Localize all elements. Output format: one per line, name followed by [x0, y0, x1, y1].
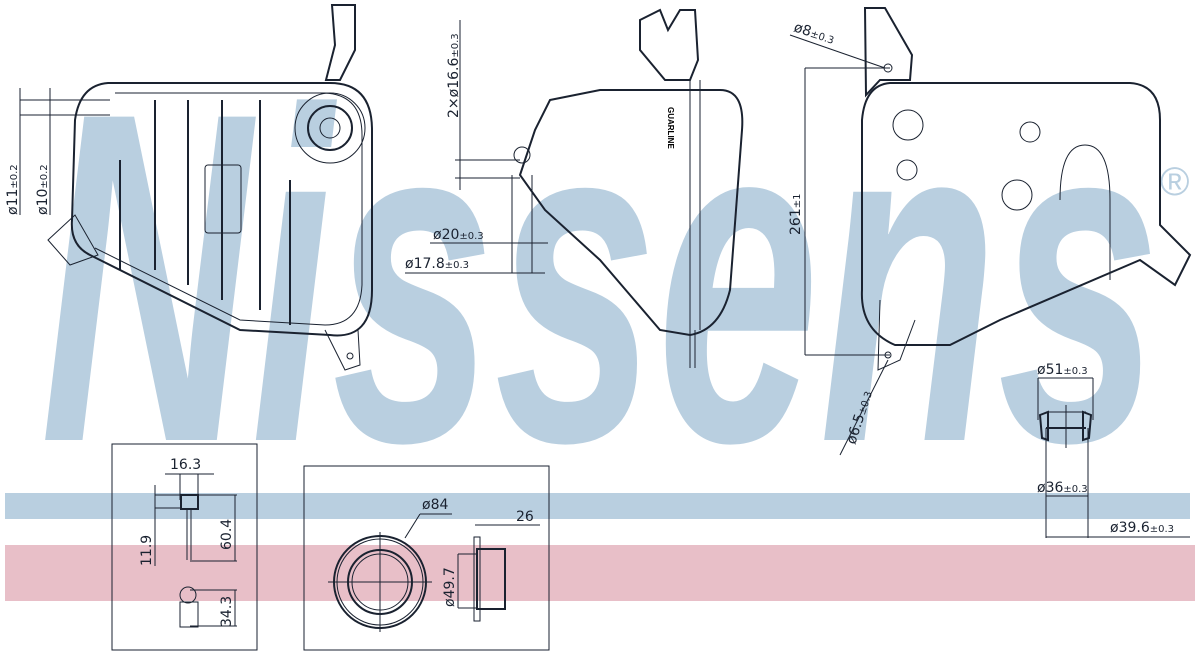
watermark-text: Nissens — [40, 15, 1160, 540]
registered-mark: ® — [1160, 160, 1189, 204]
dim-cap-height: 26 — [516, 509, 534, 525]
dim-neck-3: ø39.6±0.3 — [1110, 520, 1174, 536]
cap-detail-box — [303, 465, 550, 651]
dim-neck-1: ø51±0.3 — [1037, 362, 1088, 378]
dim-sensor-width: 16.3 — [170, 457, 201, 473]
dim-front-1: ø11±0.2 — [5, 164, 21, 215]
dim-front-2: ø10±0.2 — [35, 164, 51, 215]
neck-detail — [1037, 377, 1190, 538]
sensor-detail-box — [111, 443, 258, 651]
dim-sensor-60-4: 60.4 — [219, 519, 235, 550]
nissens-watermark: Nissens ® — [40, 15, 1189, 540]
dim-back-2: 261±1 — [788, 194, 804, 235]
dim-side-3: ø17.8±0.3 — [405, 256, 469, 272]
pink-band — [5, 545, 1195, 601]
tank-back-view — [789, 7, 1192, 456]
embossed-label: GUARLINE — [666, 107, 675, 149]
dim-side-2: ø20±0.3 — [433, 227, 484, 243]
dim-cap-inner: ø49.7 — [442, 567, 458, 607]
tank-side-view: GUARLINE — [405, 8, 744, 368]
dim-sensor-34-3: 34.3 — [219, 596, 235, 627]
blue-band — [5, 493, 1190, 519]
dim-neck-2: ø36±0.3 — [1037, 480, 1088, 496]
dim-sensor-11-9: 11.9 — [139, 535, 155, 566]
dim-cap-diameter: ø84 — [422, 497, 448, 513]
dim-side-1: 2×ø16.6±0.3 — [446, 33, 462, 118]
tank-front-view — [19, 4, 373, 371]
